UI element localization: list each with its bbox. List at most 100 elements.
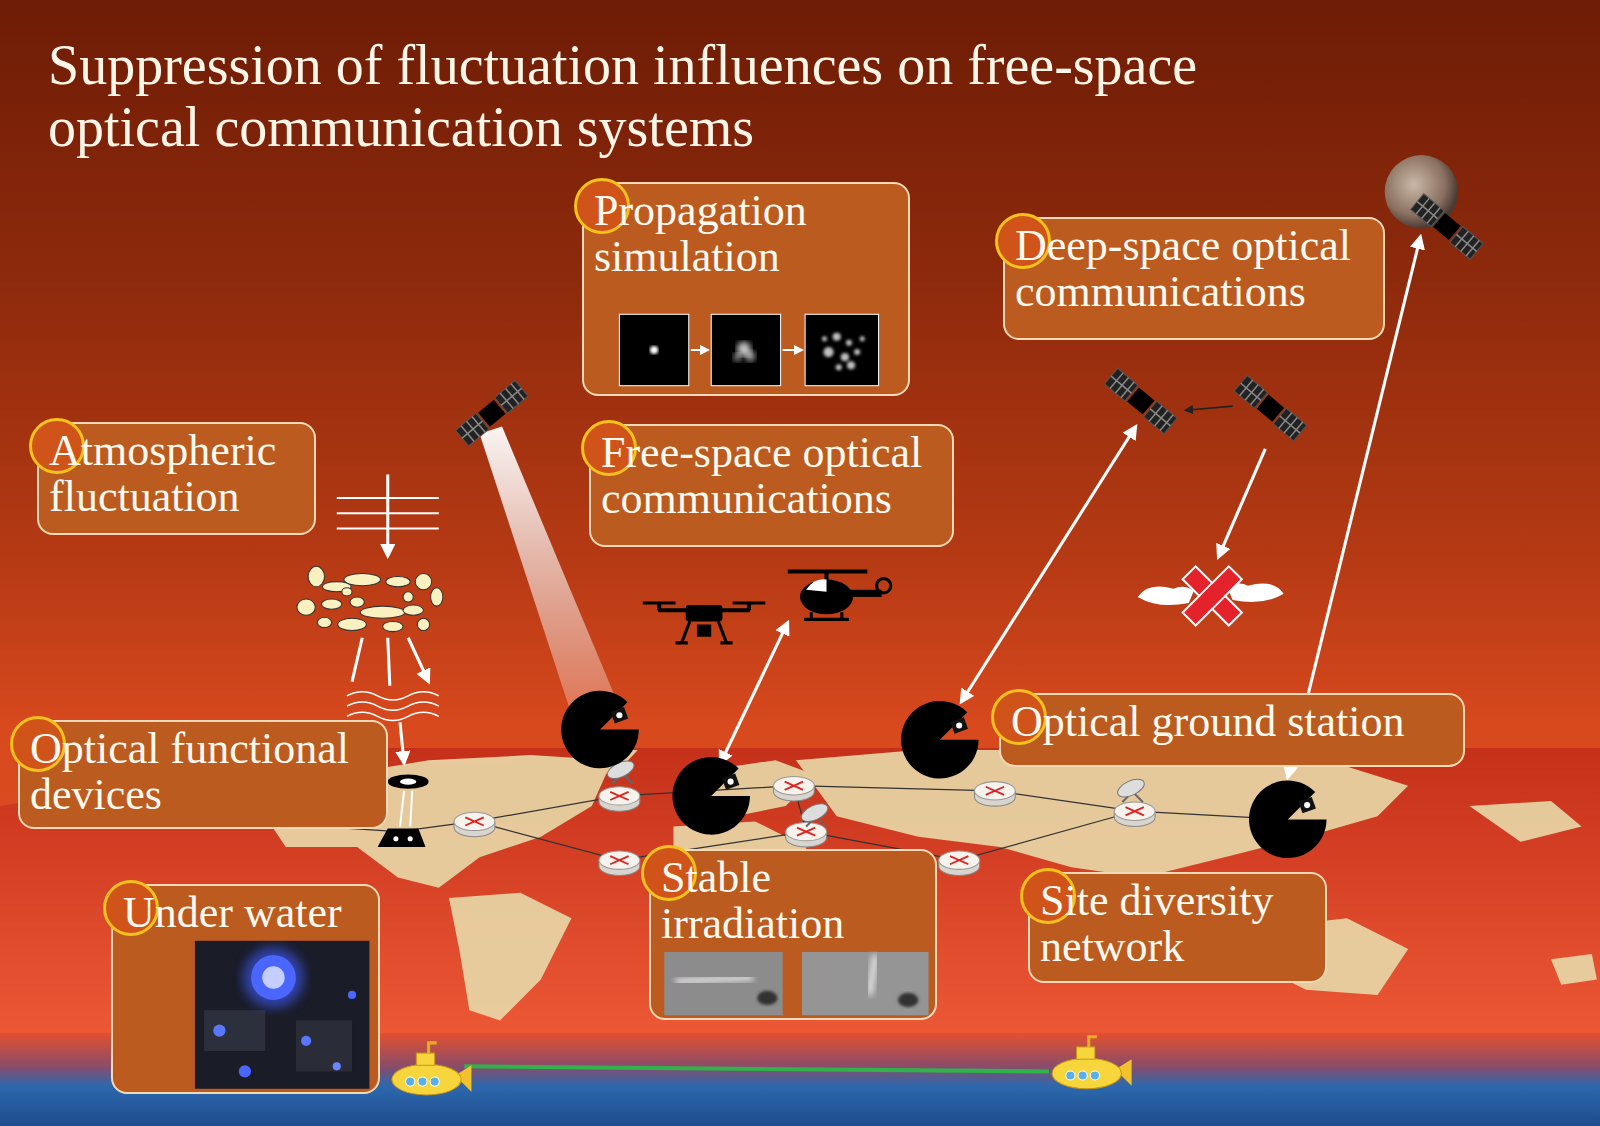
beam-profile-image	[734, 353, 742, 361]
beam-profile-image	[619, 314, 688, 385]
topic-box: Stable irradiation	[649, 849, 937, 1020]
optical-device	[408, 836, 413, 841]
ground-station-icon	[901, 701, 979, 779]
irradiation-image	[676, 978, 754, 982]
underwater-photo	[301, 1036, 311, 1046]
router-icon	[1114, 802, 1155, 826]
drone-icon	[643, 602, 765, 605]
ground-station-icon	[1249, 781, 1327, 859]
drone-icon	[676, 621, 733, 642]
atmosphere-sketch	[431, 588, 443, 606]
underwater-photo	[262, 966, 284, 988]
ground-station-icon	[561, 691, 639, 769]
topic-box: Free-space optical communications	[589, 424, 954, 547]
world-map	[449, 893, 571, 1021]
topic-box: Site diversity network	[1028, 872, 1327, 983]
router-icon	[939, 851, 980, 875]
underwater-photo	[333, 1062, 341, 1070]
beam-profile-image	[846, 340, 852, 346]
irradiation-image	[802, 952, 929, 1015]
atmosphere-sketch	[297, 599, 315, 615]
beam-profile-image	[822, 336, 827, 341]
helicopter-icon	[804, 612, 849, 619]
atmosphere-sketch	[417, 618, 429, 630]
helicopter-icon	[800, 580, 853, 615]
submarine-icon	[1052, 1037, 1132, 1089]
underwater-photo	[243, 947, 304, 1008]
illustration	[0, 155, 1600, 1126]
satellite-icon	[456, 381, 529, 446]
helicopter-icon	[788, 571, 891, 619]
atmosphere-sketch	[360, 606, 405, 618]
underwater-photo	[195, 941, 369, 1089]
atmosphere-sketch	[415, 573, 431, 589]
atmosphere-sketch	[383, 621, 403, 631]
world-map	[1551, 954, 1597, 985]
router-icon	[974, 782, 1015, 806]
beam-profile-image	[711, 314, 780, 385]
underwater-photo	[251, 955, 296, 1000]
beam-profile-image	[745, 351, 755, 361]
link-arrows	[1218, 449, 1265, 557]
relay-arrow	[1186, 406, 1233, 410]
box-label: Optical ground station	[1011, 699, 1453, 745]
world-map	[1469, 801, 1581, 842]
satellite-icon	[1105, 368, 1178, 433]
ground-station-icon	[672, 757, 750, 835]
link-arrows	[720, 622, 787, 763]
underwater-photo	[296, 1020, 352, 1071]
cloud-block	[1183, 566, 1242, 625]
beam-profile-image	[822, 333, 865, 371]
irradiation-image	[869, 955, 875, 995]
box-label: Under water	[123, 890, 368, 936]
optical-device	[400, 779, 416, 785]
cloud-block	[1138, 586, 1194, 605]
optical-device	[400, 791, 412, 827]
atmosphere-sketch	[403, 592, 413, 602]
atmosphere-sketch	[338, 618, 367, 630]
underwater-link	[464, 1066, 1049, 1071]
irradiation-image	[757, 991, 777, 1005]
step-arrow	[783, 349, 802, 351]
router-icon	[599, 787, 640, 811]
diagram-title: Suppression of fluctuation influences on…	[48, 34, 1288, 158]
irradiation-image	[664, 952, 782, 1015]
satellite-icon	[1411, 194, 1484, 259]
router-icon	[454, 812, 495, 836]
optical-device	[388, 774, 429, 788]
box-label: Free-space optical communications	[601, 430, 942, 522]
optical-device	[393, 836, 398, 841]
dish-icon	[799, 800, 831, 826]
beam-profile-image	[650, 346, 658, 354]
beam-profile-image	[711, 314, 780, 385]
atmosphere-sketch	[308, 566, 324, 586]
underwater-photo	[348, 991, 356, 999]
dish-icon	[1115, 776, 1147, 802]
beam-profile-image	[841, 353, 849, 361]
cloud-block	[1201, 584, 1224, 607]
router-icon	[773, 777, 814, 801]
atmosphere-sketch	[400, 722, 404, 763]
box-label: Optical functional devices	[30, 726, 376, 818]
topic-box: Optical functional devices	[18, 720, 388, 829]
beam-profile-image	[823, 347, 833, 357]
box-label: Stable irradiation	[661, 855, 925, 947]
link-arrows	[961, 427, 1135, 703]
topic-box: Under water	[111, 884, 380, 1094]
inset-images	[195, 314, 929, 1088]
drone-icon	[643, 603, 765, 643]
topic-box: Atmospheric fluctuation	[37, 422, 316, 535]
beam-profile-image	[619, 314, 688, 385]
beam-profile-image	[805, 314, 878, 385]
beam-profile-image	[737, 342, 751, 356]
underwater-photo	[239, 1065, 251, 1077]
atmosphere-sketch	[297, 566, 443, 631]
atmosphere-sketch	[403, 605, 423, 615]
helicopter-icon	[877, 579, 891, 593]
irradiation-image	[898, 993, 918, 1007]
irradiation-image	[664, 952, 782, 1015]
helicopter-icon	[806, 579, 826, 592]
underwater-photo	[195, 941, 369, 1089]
